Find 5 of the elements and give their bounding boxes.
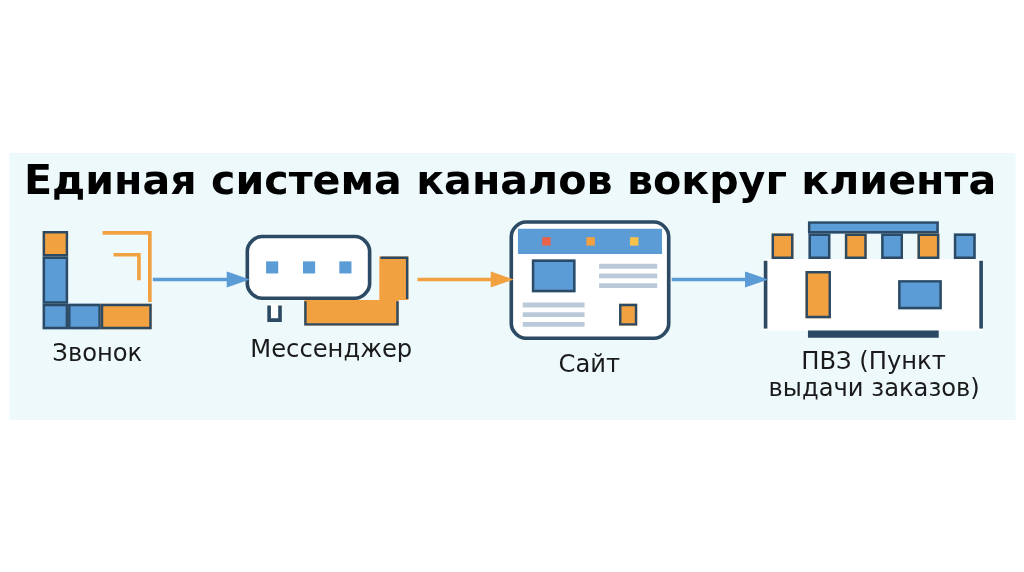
- node-label: ПВЗ (Пункт выдачи заказов): [768, 346, 980, 402]
- node-label: Сайт: [558, 349, 620, 378]
- node-label: Звонок: [51, 338, 142, 367]
- node-label: Мессенджер: [249, 334, 412, 363]
- diagram-title: Единая система каналов вокруг клиента: [23, 155, 996, 204]
